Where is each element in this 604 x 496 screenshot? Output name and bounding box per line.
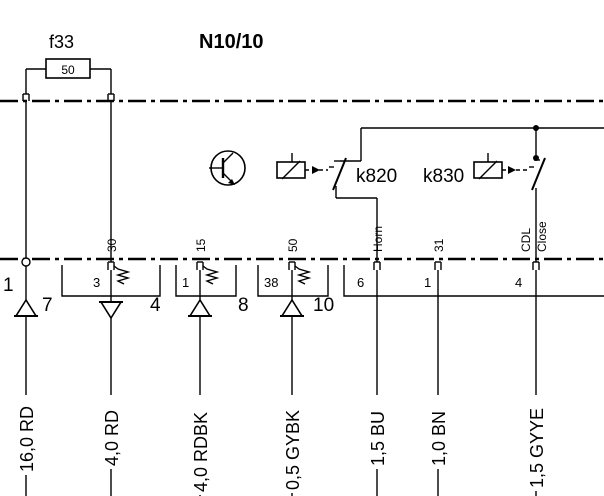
wire-label-bg — [427, 395, 449, 469]
pin-label: 50 — [286, 238, 300, 252]
connector-pins — [107, 261, 540, 270]
pin-label: 31 — [432, 238, 446, 252]
wire-label: 16,0 RD — [17, 406, 37, 472]
splice-point — [21, 257, 31, 267]
fuse-name: f33 — [49, 32, 74, 52]
transistor-symbol-icon — [209, 150, 246, 186]
pin-label: CDL — [519, 228, 533, 252]
fuse-rating: 50 — [61, 63, 75, 77]
wire-label: 1,0 BN — [429, 411, 449, 466]
fuse-f33[interactable]: 50 — [22, 58, 115, 101]
relay-k820[interactable]: k820 — [276, 153, 397, 262]
wire-label-bg — [366, 395, 388, 469]
resistor-icon — [113, 265, 131, 285]
wire-label-bg — [15, 395, 37, 475]
terminal-number: 38 — [264, 275, 278, 290]
wire-label: 1,5 BU — [368, 411, 388, 466]
connector-number: 7 — [42, 295, 53, 316]
terminal-number: 1 — [182, 275, 189, 290]
terminal-number: 3 — [93, 275, 100, 290]
diode-arrow-icon — [14, 298, 38, 317]
terminal-number: 6 — [357, 275, 364, 290]
connector-number: 8 — [238, 295, 249, 316]
pin-label: Close — [535, 221, 549, 252]
diode-arrow-icon — [99, 301, 123, 320]
connector-number: 10 — [313, 295, 334, 316]
pin-label: 15 — [194, 238, 208, 252]
wire-label: 1,5 GYYE — [527, 408, 547, 488]
pin-label: Horn — [371, 226, 385, 252]
terminal-brackets — [61, 265, 604, 297]
wire-label-bg — [189, 395, 211, 495]
wire-label-bg — [100, 395, 122, 469]
connector-number: 4 — [150, 295, 161, 316]
wire-label-bg — [525, 395, 547, 491]
diode-arrow-icon — [280, 298, 304, 317]
diode-arrow-icon — [188, 298, 212, 317]
wire-label: 4,0 RDBK — [191, 412, 211, 492]
relay-k830[interactable]: k830 — [423, 153, 546, 262]
wire-label: 4,0 RD — [102, 410, 122, 466]
wire-label: 0,5 GYBK — [283, 410, 303, 490]
relay-name: k820 — [356, 166, 397, 187]
terminal-number: 1 — [424, 275, 431, 290]
resistor-icon — [294, 265, 312, 285]
terminal-number: 4 — [515, 275, 522, 290]
module-title: N10/10 — [199, 31, 264, 53]
relay-name: k830 — [423, 166, 464, 187]
connector-number: 1 — [3, 275, 14, 296]
resistor-icon — [202, 265, 220, 285]
wire-label-bg — [281, 395, 303, 493]
pin-label: 30 — [105, 238, 119, 252]
